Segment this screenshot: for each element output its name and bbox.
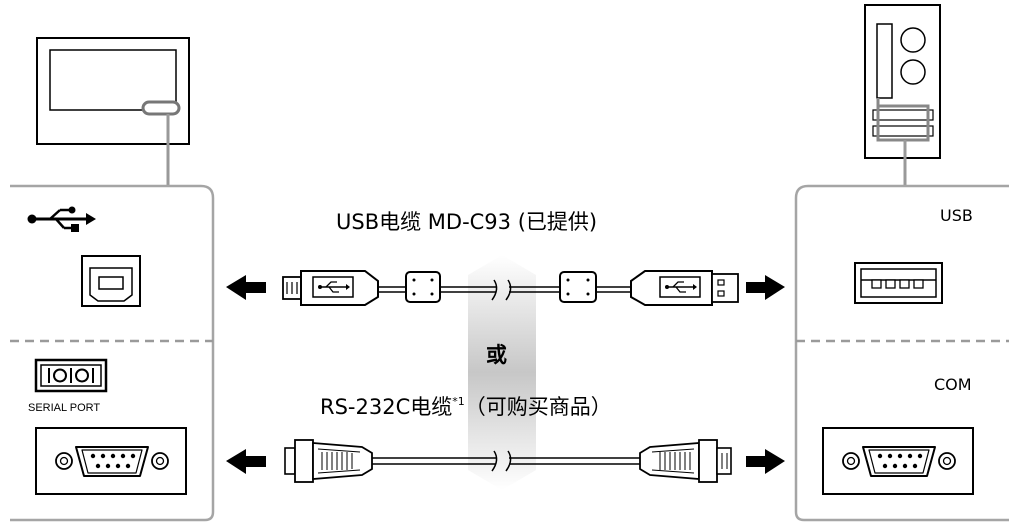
usb-a-port — [854, 262, 943, 304]
serial-port-label: SERIAL PORT — [28, 402, 101, 414]
arrow-right-icon — [746, 449, 785, 474]
rs232c-cable-label: RS-232C电缆*1（可购买商品） — [320, 396, 612, 418]
or-label: 或 — [486, 343, 507, 367]
usb-cable — [282, 270, 739, 306]
usb-port-label: USB — [940, 206, 973, 225]
usb-icon — [27, 206, 96, 232]
dsub-port-right — [822, 427, 974, 495]
dsub-port-left — [35, 427, 187, 495]
usb-b-port — [81, 255, 141, 307]
arrow-right-icon — [746, 275, 785, 300]
usb-cable-label: USB电缆 MD-C93 (已提供) — [336, 210, 598, 234]
arrow-left-icon — [226, 449, 266, 474]
rs232c-cable — [284, 439, 732, 483]
monitor-device — [36, 37, 190, 186]
rs232c-cable-name: RS-232C电缆 — [320, 395, 453, 419]
com-port-label: COM — [934, 375, 972, 394]
footnote-marker: *1 — [452, 395, 465, 408]
pc-tower-device — [864, 4, 941, 186]
rs232c-cable-note: （可购买商品） — [464, 395, 612, 419]
serial-port-icon — [34, 358, 108, 393]
or-arrow-band — [468, 255, 536, 490]
arrow-left-icon — [226, 275, 266, 300]
